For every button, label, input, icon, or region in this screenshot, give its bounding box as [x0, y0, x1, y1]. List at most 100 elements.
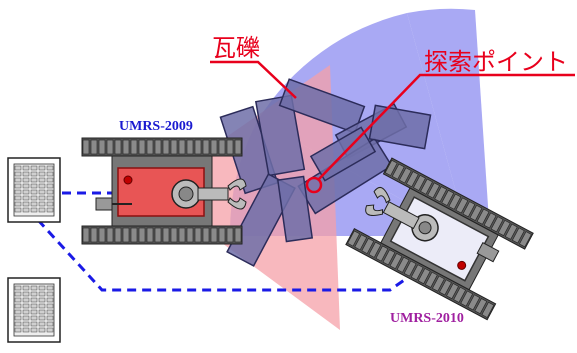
- track-tread: [483, 212, 497, 229]
- laptop-key: [22, 177, 30, 183]
- laptop-key: [22, 183, 30, 189]
- laptop-icon: [13, 163, 55, 217]
- laptop-key: [22, 291, 30, 297]
- laptop-key: [30, 171, 38, 177]
- track-tread: [354, 234, 368, 251]
- track-tread: [434, 186, 447, 203]
- track-tread: [210, 227, 218, 243]
- laptop-key: [38, 177, 46, 183]
- track-tread: [138, 139, 146, 155]
- laptop-key: [30, 201, 38, 207]
- laptop-key: [46, 303, 54, 309]
- search-point-label: 探索ポイント: [424, 48, 568, 76]
- track-tread: [234, 139, 242, 155]
- track-tread: [202, 139, 210, 155]
- robot-arm: [171, 178, 247, 210]
- laptop-key: [46, 297, 54, 303]
- laptop-key: [38, 171, 46, 177]
- track-tread: [162, 139, 170, 155]
- track-tread: [453, 286, 466, 303]
- robot-track: [81, 137, 243, 157]
- robot-track: [345, 228, 497, 321]
- laptop-key: [46, 321, 54, 327]
- laptop-key: [38, 195, 46, 201]
- laptop-key: [22, 207, 30, 213]
- robot-sensor-mount: [476, 241, 500, 263]
- track-tread: [427, 182, 440, 199]
- laptop-key: [38, 321, 46, 327]
- track-tread: [114, 227, 122, 243]
- laptop-key: [14, 285, 22, 291]
- track-tread: [347, 230, 360, 247]
- track-tread: [218, 139, 226, 155]
- track-tread: [106, 227, 114, 243]
- track-tread: [375, 245, 389, 262]
- track-tread: [154, 227, 162, 243]
- track-tread: [413, 174, 426, 191]
- laptop-key: [14, 195, 22, 201]
- laptop-key: [30, 321, 38, 327]
- track-tread: [90, 139, 98, 155]
- rubble-piece: [276, 175, 314, 243]
- laptop-key: [22, 195, 30, 201]
- track-tread: [178, 139, 186, 155]
- track-tread: [368, 241, 382, 258]
- laptop-key: [46, 195, 54, 201]
- laptop-key: [22, 303, 30, 309]
- laptop-key: [46, 207, 54, 213]
- laptop-key: [46, 201, 54, 207]
- track-tread: [154, 139, 162, 155]
- laptop-key: [38, 303, 46, 309]
- laptop-key: [46, 315, 54, 321]
- track-tread: [130, 227, 138, 243]
- laptop-key: [22, 189, 30, 195]
- rubble-piece: [368, 104, 432, 150]
- robot-umrs-2010-label: UMRS-2010: [390, 311, 464, 326]
- laptop-key: [46, 285, 54, 291]
- track-tread: [469, 204, 483, 221]
- laptop-key: [14, 201, 22, 207]
- laptop-key: [46, 171, 54, 177]
- track-tread: [462, 201, 476, 218]
- track-tread: [82, 139, 90, 155]
- track-tread: [389, 253, 403, 270]
- track-tread: [403, 260, 417, 277]
- track-tread: [425, 271, 438, 288]
- track-tread: [396, 256, 410, 273]
- laptop-key: [38, 183, 46, 189]
- track-tread: [122, 227, 130, 243]
- track-tread: [512, 227, 525, 244]
- robot-umrs-2009: [81, 137, 247, 245]
- track-tread: [194, 139, 202, 155]
- laptop-key: [30, 189, 38, 195]
- track-tread: [474, 298, 488, 315]
- track-tread: [178, 227, 186, 243]
- laptop-key: [46, 327, 54, 333]
- track-tread: [398, 167, 412, 184]
- laptop-key: [14, 321, 22, 327]
- track-tread: [439, 279, 452, 296]
- laptop-key: [38, 309, 46, 315]
- track-tread: [460, 290, 474, 307]
- laptop-key: [38, 315, 46, 321]
- robot-indicator: [123, 175, 133, 185]
- laptop-key: [30, 207, 38, 213]
- laptop-key: [14, 177, 22, 183]
- track-tread: [391, 163, 405, 180]
- track-tread: [146, 227, 154, 243]
- laptop-key: [14, 291, 22, 297]
- track-tread: [448, 193, 462, 210]
- laptop-key: [14, 315, 22, 321]
- track-tread: [170, 139, 178, 155]
- track-tread: [420, 178, 433, 195]
- laptop-key: [22, 315, 30, 321]
- laptop-key: [30, 177, 38, 183]
- search-point-callout-line: [317, 73, 575, 181]
- laptop-key: [38, 285, 46, 291]
- track-tread: [90, 227, 98, 243]
- track-tread: [106, 139, 114, 155]
- laptop-key: [30, 165, 38, 171]
- track-tread: [382, 249, 396, 266]
- sensor-range-blue-right: [407, 8, 490, 237]
